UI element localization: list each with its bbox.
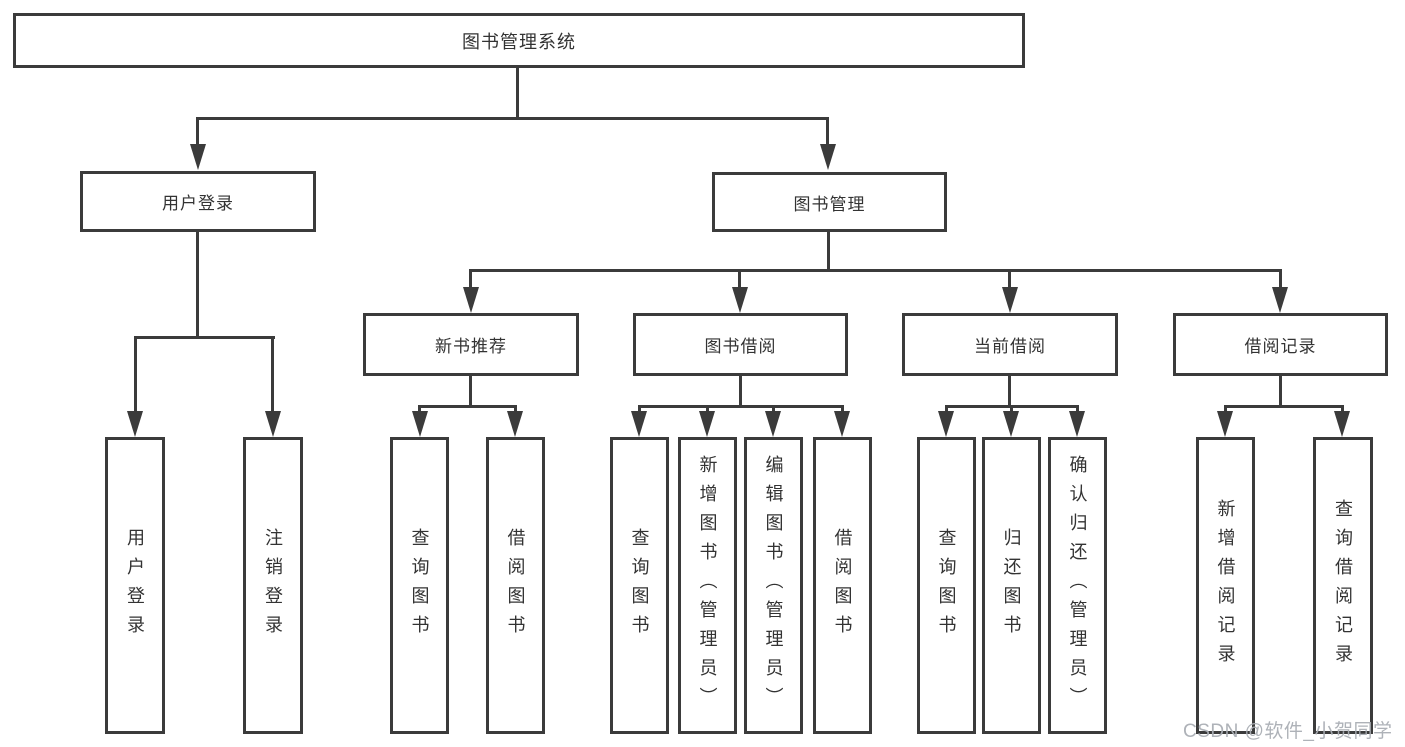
leaf-cb-query-books: 查询图书: [917, 437, 976, 734]
node-book-management-label: 图书管理: [793, 194, 866, 214]
connector-book-borrow-bar: [639, 405, 844, 408]
node-new-book-recommend-label: 新书推荐: [435, 337, 507, 356]
connector-current-borrow-stem: [1008, 376, 1011, 408]
node-new-book-recommend: 新书推荐: [363, 313, 579, 376]
leaf-logout: 注销登录: [243, 437, 303, 734]
connector-new-book-bar: [419, 405, 517, 408]
leaf-bb-borrow-books-label: 借阅图书: [832, 527, 853, 644]
arrow-new-book-icon: [463, 287, 479, 313]
connector-drop-bb-add: [706, 405, 709, 414]
node-book-management: 图书管理: [712, 172, 947, 232]
arrow-bb-edit-icon: [765, 411, 781, 437]
arrow-leaf-logout-icon: [265, 411, 281, 437]
leaf-logout-label: 注销登录: [263, 527, 283, 644]
node-current-borrow-label: 当前借阅: [974, 337, 1046, 356]
node-book-borrow: 图书借阅: [633, 313, 848, 376]
connector-drop-leaf-logout: [271, 336, 274, 414]
leaf-bb-query-books: 查询图书: [610, 437, 669, 734]
csdn-watermark: CSDN @软件_小贺同学: [1183, 721, 1393, 742]
arrow-bb-add-icon: [699, 411, 715, 437]
leaf-cb-return-books-label: 归还图书: [1001, 527, 1022, 644]
connector-drop-nb-borrow: [514, 405, 517, 414]
arrow-cb-return-icon: [1003, 411, 1019, 437]
connector-drop-cb-confirm: [1076, 405, 1079, 414]
arrow-bb-borrow-icon: [834, 411, 850, 437]
connector-drop-borrow-record: [1279, 269, 1282, 290]
arrow-user-login-icon: [190, 144, 206, 170]
leaf-bb-borrow-books: 借阅图书: [813, 437, 872, 734]
connector-book-mgmt-bar: [470, 269, 1282, 272]
connector-user-login-bar: [134, 336, 275, 339]
connector-root-bar: [197, 117, 829, 120]
arrow-nb-borrow-icon: [507, 411, 523, 437]
arrow-bb-query-icon: [631, 411, 647, 437]
connector-new-book-stem: [469, 376, 472, 408]
leaf-br-add-record-label: 新增借阅记录: [1215, 498, 1236, 673]
arrow-current-borrow-icon: [1002, 287, 1018, 313]
leaf-bb-query-books-label: 查询图书: [629, 527, 650, 644]
connector-drop-bb-query: [638, 405, 641, 414]
connector-drop-bb-borrow: [841, 405, 844, 414]
connector-drop-new-book: [469, 269, 472, 290]
arrow-borrow-record-icon: [1272, 287, 1288, 313]
arrow-br-query-icon: [1334, 411, 1350, 437]
leaf-br-query-record: 查询借阅记录: [1313, 437, 1373, 734]
leaf-bb-add-books-admin: 新增图书（管理员）: [678, 437, 737, 734]
leaf-bb-add-books-admin-label: 新增图书（管理员）: [697, 455, 718, 716]
leaf-user-login-label: 用户登录: [125, 527, 145, 644]
leaf-nb-borrow-books: 借阅图书: [486, 437, 545, 734]
connector-book-mgmt-stem: [827, 232, 830, 272]
leaf-nb-query-books-label: 查询图书: [409, 527, 430, 644]
leaf-bb-edit-books-admin-label: 编辑图书（管理员）: [763, 455, 784, 716]
leaf-cb-confirm-return-admin: 确认归还（管理员）: [1048, 437, 1107, 734]
connector-root-stem: [516, 68, 519, 120]
leaf-br-query-record-label: 查询借阅记录: [1333, 498, 1353, 673]
connector-borrow-record-bar: [1225, 405, 1344, 408]
connector-drop-br-add: [1224, 405, 1227, 414]
connector-drop-leaf-login: [134, 336, 137, 414]
arrow-leaf-login-icon: [127, 411, 143, 437]
connector-drop-user-login: [196, 117, 199, 147]
arrow-cb-confirm-icon: [1069, 411, 1085, 437]
leaf-cb-return-books: 归还图书: [982, 437, 1041, 734]
arrow-nb-query-icon: [412, 411, 428, 437]
leaf-user-login: 用户登录: [105, 437, 165, 734]
leaf-br-add-record: 新增借阅记录: [1196, 437, 1255, 734]
node-user-login-label: 用户登录: [162, 194, 234, 213]
node-user-login: 用户登录: [80, 171, 316, 232]
leaf-nb-borrow-books-label: 借阅图书: [505, 527, 526, 644]
connector-drop-bb-edit: [772, 405, 775, 414]
arrow-cb-query-icon: [938, 411, 954, 437]
connector-drop-book-mgmt: [826, 117, 829, 147]
connector-drop-br-query: [1341, 405, 1344, 414]
leaf-cb-confirm-return-admin-label: 确认归还（管理员）: [1067, 455, 1088, 716]
node-borrow-record-label: 借阅记录: [1244, 337, 1317, 356]
connector-drop-book-borrow: [738, 269, 741, 290]
connector-book-borrow-stem: [739, 376, 742, 408]
arrow-br-add-icon: [1217, 411, 1233, 437]
leaf-bb-edit-books-admin: 编辑图书（管理员）: [744, 437, 803, 734]
leaf-cb-query-books-label: 查询图书: [936, 527, 957, 644]
connector-drop-current-borrow: [1008, 269, 1011, 290]
connector-drop-cb-return: [1010, 405, 1013, 414]
connector-drop-cb-query: [945, 405, 948, 414]
arrow-book-borrow-icon: [732, 287, 748, 313]
node-current-borrow: 当前借阅: [902, 313, 1118, 376]
connector-user-login-stem: [196, 232, 199, 339]
connector-drop-nb-query: [418, 405, 421, 414]
node-root-library-system: 图书管理系统: [13, 13, 1025, 68]
node-book-borrow-label: 图书借阅: [704, 337, 777, 356]
node-borrow-record: 借阅记录: [1173, 313, 1388, 376]
arrow-book-mgmt-icon: [820, 144, 836, 170]
node-root-label: 图书管理系统: [462, 31, 576, 52]
connector-borrow-record-stem: [1279, 376, 1282, 408]
leaf-nb-query-books: 查询图书: [390, 437, 449, 734]
